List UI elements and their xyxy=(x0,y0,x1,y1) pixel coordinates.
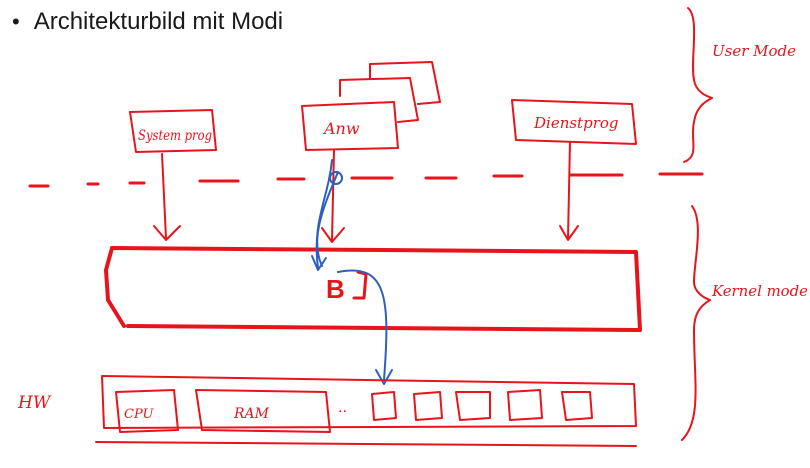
system-programs-label: System prog xyxy=(138,128,212,144)
ram-label: RAM xyxy=(233,406,270,422)
hardware-underline xyxy=(95,441,637,447)
device-box xyxy=(371,391,397,421)
user-mode-brace xyxy=(683,7,713,163)
cpu-label: CPU xyxy=(124,407,154,422)
device-box xyxy=(507,389,543,421)
kernel-mode-label: Kernel mode xyxy=(711,282,808,300)
device-box xyxy=(455,391,491,421)
kernel-block xyxy=(104,246,642,332)
system-call-path xyxy=(311,159,393,385)
mode-separator-line xyxy=(28,172,704,188)
ellipsis-label: .. xyxy=(338,399,347,416)
hardware-block xyxy=(101,375,637,429)
services-label: Dienstprog xyxy=(533,114,619,132)
device-boxes xyxy=(371,389,593,421)
system-programs-arrow xyxy=(153,153,181,241)
cpu-box xyxy=(115,389,179,433)
kernel-entry-label: B xyxy=(326,274,345,304)
device-box xyxy=(561,391,593,421)
applications-arrow xyxy=(321,149,345,243)
system-programs-box xyxy=(129,109,217,153)
services-arrow xyxy=(559,141,579,241)
kernel-entry-bracket xyxy=(352,270,368,300)
applications-box xyxy=(301,101,399,151)
kernel-mode-brace xyxy=(681,205,711,441)
user-mode-label: User Mode xyxy=(712,42,796,60)
hardware-label: HW xyxy=(17,393,52,413)
device-box xyxy=(413,391,443,421)
applications-label: Anw xyxy=(322,119,360,138)
bullet-icon: • xyxy=(12,9,20,34)
ram-box xyxy=(195,389,331,433)
services-box xyxy=(511,99,637,145)
slide-heading: • Architekturbild mit Modi xyxy=(12,8,283,36)
application-box-back-1 xyxy=(339,77,419,123)
application-box-back-2 xyxy=(369,61,441,105)
heading-text: Architekturbild mit Modi xyxy=(33,8,284,35)
